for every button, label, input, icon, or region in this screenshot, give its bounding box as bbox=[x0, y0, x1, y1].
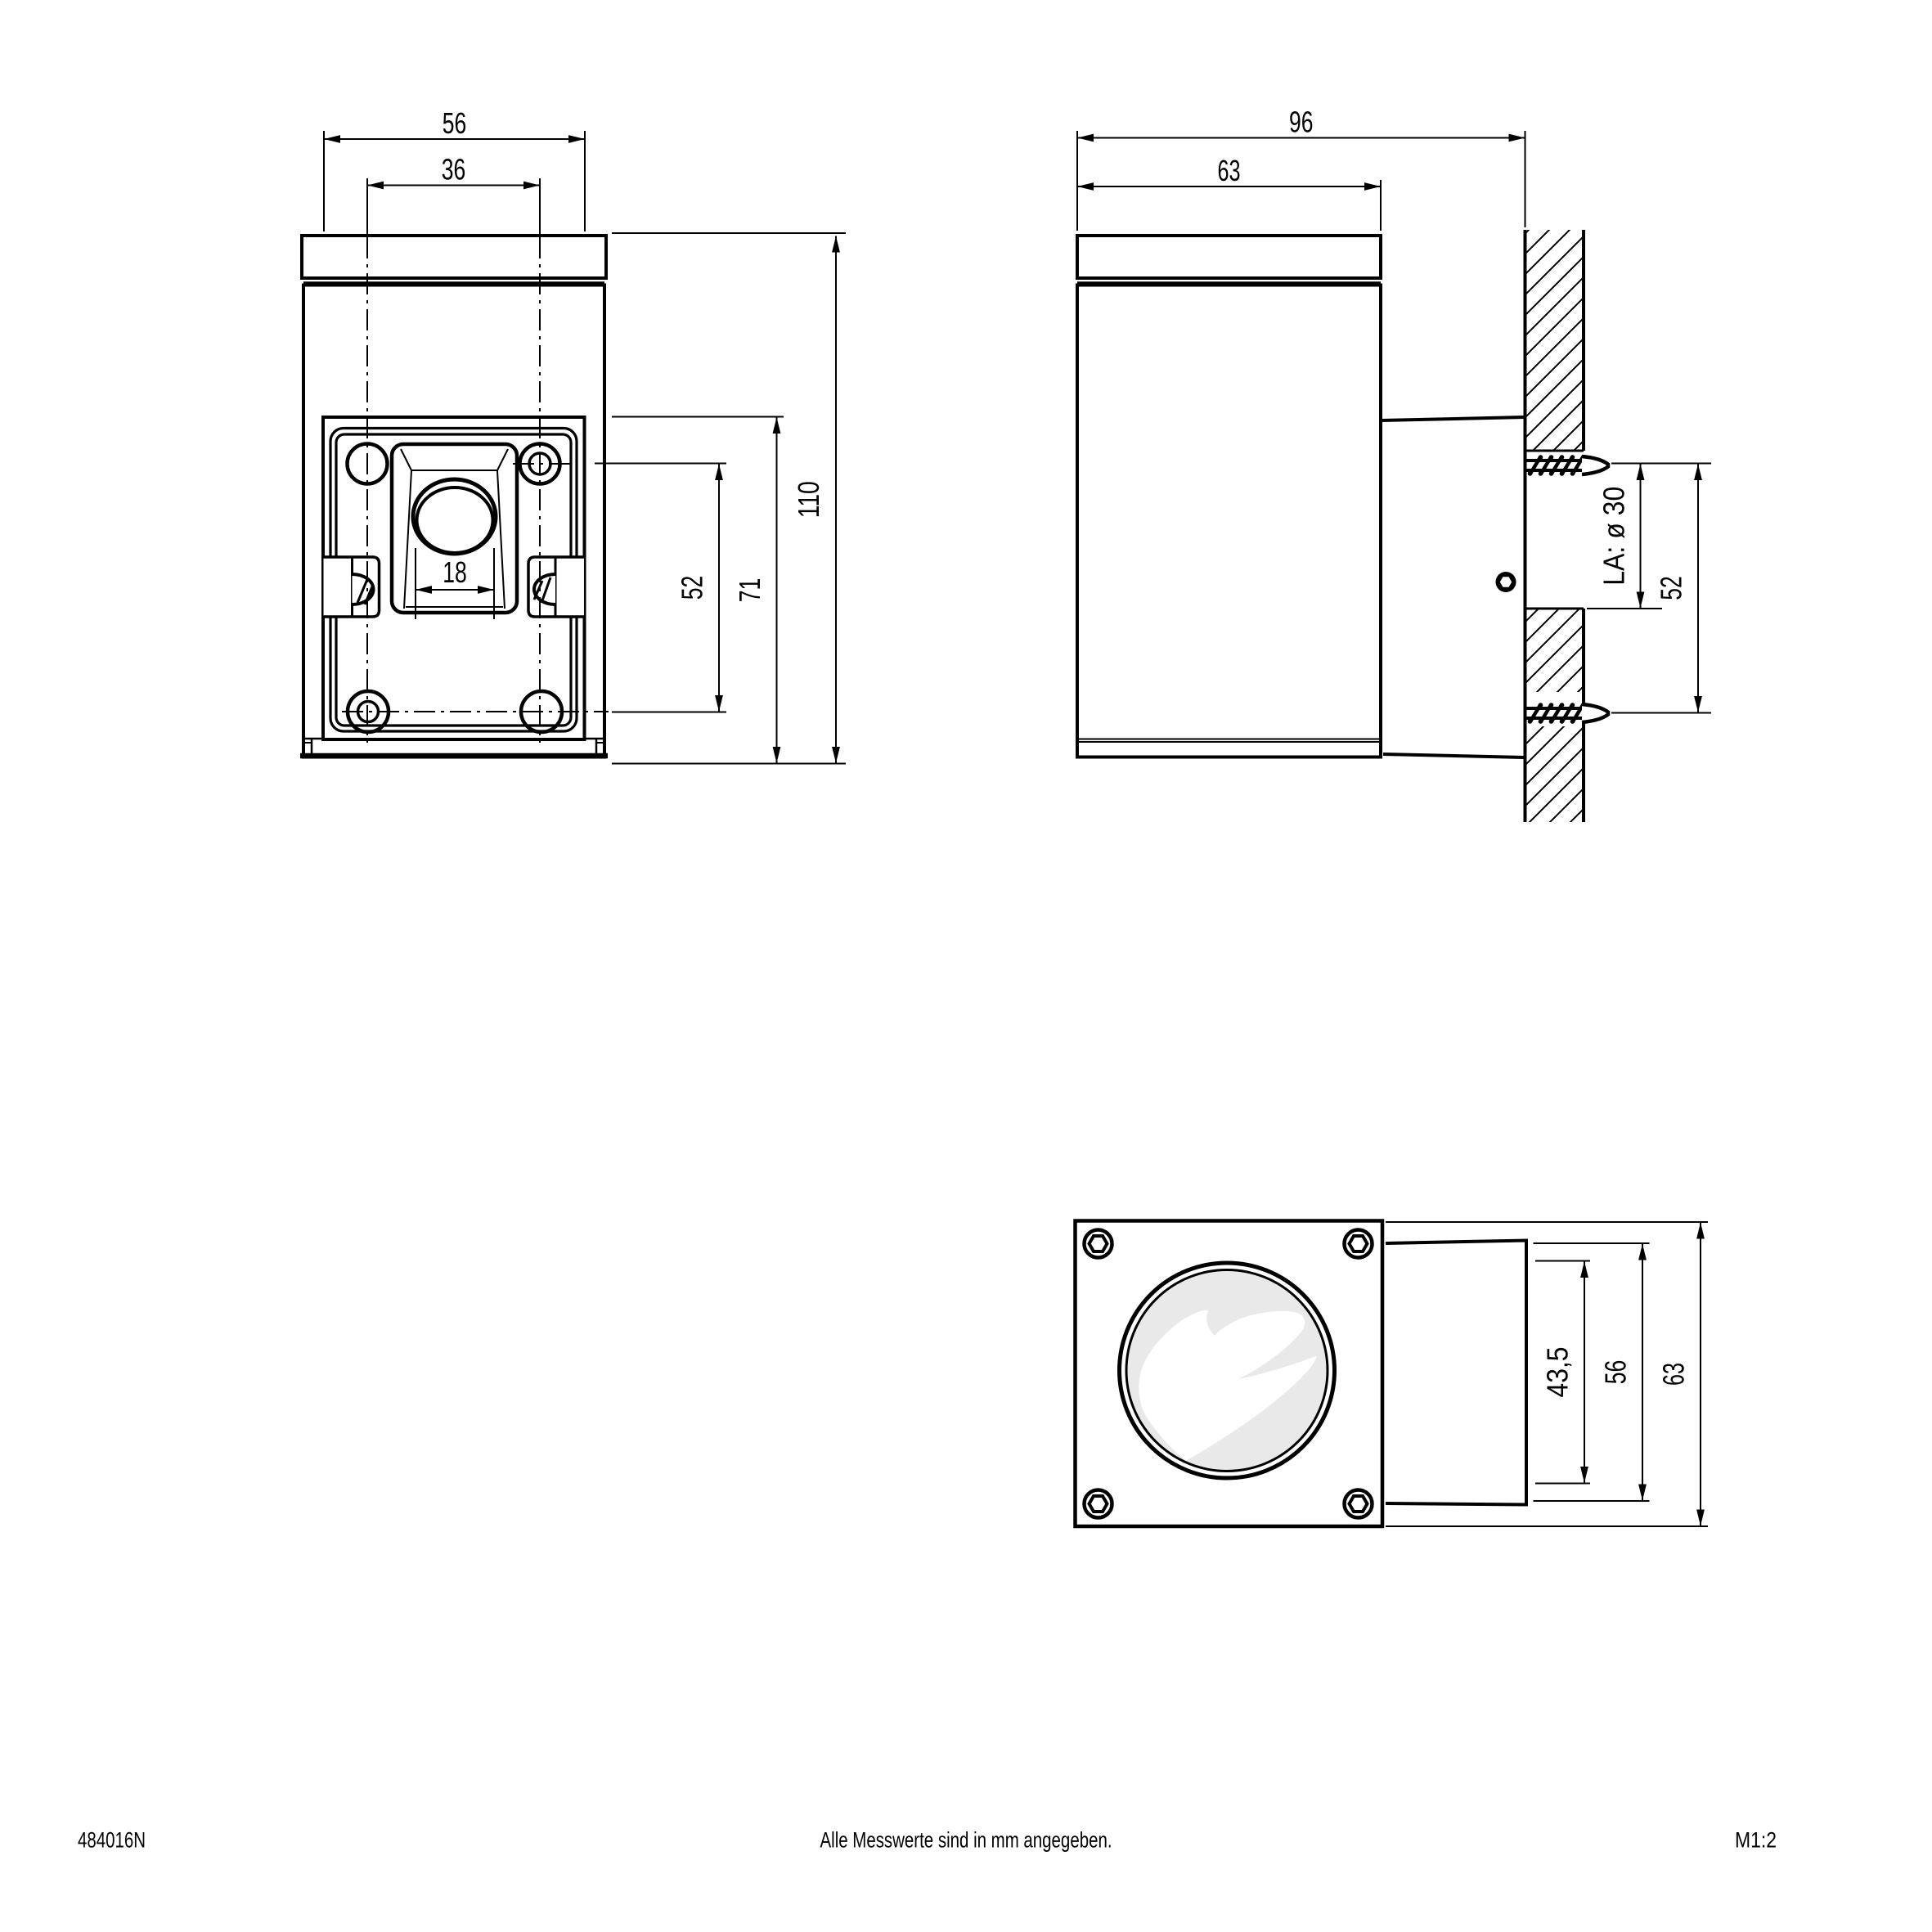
svg-text:71: 71 bbox=[733, 578, 766, 603]
svg-text:52: 52 bbox=[676, 576, 709, 600]
svg-text:52: 52 bbox=[1655, 576, 1688, 600]
svg-text:96: 96 bbox=[1289, 106, 1314, 139]
svg-text:484016N: 484016N bbox=[78, 1828, 146, 1853]
svg-text:M1:2: M1:2 bbox=[1735, 1828, 1777, 1853]
svg-text:Alle Messwerte sind in mm ange: Alle Messwerte sind in mm angegeben. bbox=[820, 1828, 1112, 1853]
svg-text:63: 63 bbox=[1218, 154, 1241, 187]
svg-text:43,5: 43,5 bbox=[1541, 1347, 1575, 1398]
svg-text:56: 56 bbox=[443, 106, 467, 140]
svg-text:56: 56 bbox=[1599, 1360, 1633, 1385]
svg-text:LA: ø 30: LA: ø 30 bbox=[1597, 487, 1631, 586]
svg-text:36: 36 bbox=[442, 153, 466, 186]
svg-text:18: 18 bbox=[443, 555, 467, 589]
svg-text:110: 110 bbox=[792, 481, 825, 518]
svg-text:63: 63 bbox=[1657, 1363, 1691, 1386]
